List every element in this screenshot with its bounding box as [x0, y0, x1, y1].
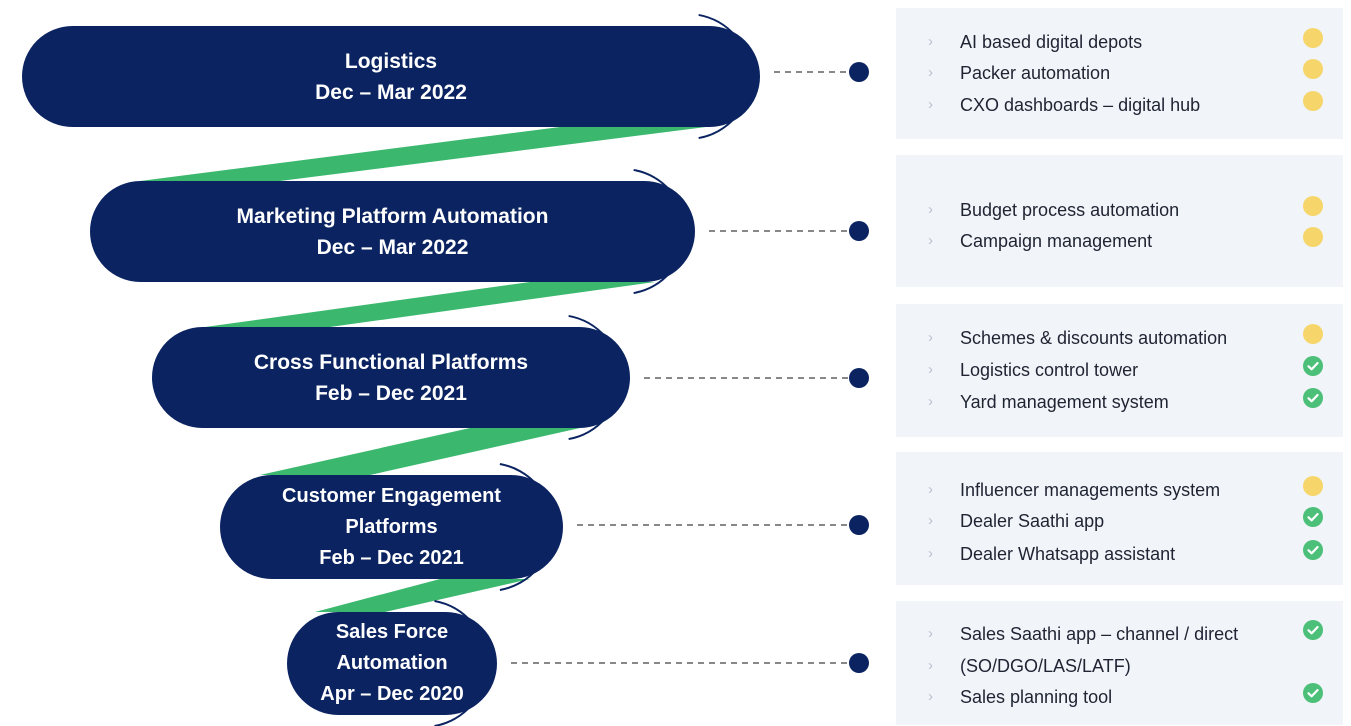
item-label: Packer automation [960, 63, 1111, 83]
list-item: › Packer automation [896, 59, 1343, 85]
funnel-ribbon [140, 127, 706, 181]
chevron-right-icon: › [928, 481, 933, 498]
item-label: Dealer Whatsapp assistant [960, 544, 1176, 564]
check-circle-icon [1303, 683, 1323, 703]
list-item: › Campaign management [896, 227, 1343, 253]
stage-dates: Dec – Mar 2022 [316, 235, 469, 259]
list-item: › Sales planning tool [896, 683, 1343, 709]
item-label: Sales Saathi app – channel / direct [960, 624, 1239, 644]
chevron-right-icon: › [928, 361, 933, 378]
item-label: (SO/DGO/LAS/LATF) [960, 656, 1131, 676]
list-item: › AI based digital depots [896, 28, 1343, 54]
stage-title: Customer Engagement [282, 484, 501, 507]
stage-items-panel: › Sales Saathi app – channel / direct › (SO… [896, 601, 1343, 725]
stage-items-panel: › Influencer managements system › Dealer Sa… [896, 452, 1343, 585]
list-item: › Logistics control tower [896, 356, 1343, 382]
stage-dates: Dec – Mar 2022 [315, 80, 467, 104]
funnel-ribbon [260, 428, 580, 475]
pending-dot-icon [1303, 91, 1323, 111]
chevron-right-icon: › [928, 33, 933, 50]
stage-title: Logistics [344, 49, 438, 73]
pending-dot-icon [1303, 227, 1323, 247]
list-item: › (SO/DGO/LAS/LATF) [896, 656, 1343, 678]
stage-title: Cross Functional Platforms [253, 350, 529, 374]
stage-items-panel: › Budget process automation › Campaign mana… [896, 155, 1343, 287]
funnel-ribbon [315, 579, 530, 612]
chevron-right-icon: › [928, 688, 933, 705]
list-item: › Dealer Saathi app [896, 507, 1343, 533]
stage-items-panel: › AI based digital depots › Packer automati… [896, 8, 1343, 139]
pending-dot-icon [1303, 196, 1323, 216]
item-label: AI based digital depots [960, 32, 1143, 52]
funnel-ribbon [205, 282, 655, 327]
stage-dates: Feb – Dec 2021 [315, 381, 467, 405]
item-label: Logistics control tower [960, 360, 1139, 380]
pending-dot-icon [1303, 28, 1323, 48]
stage-title: Sales Force [335, 621, 449, 643]
check-circle-icon [1303, 356, 1323, 376]
chevron-right-icon: › [928, 201, 933, 218]
stage-dates: Apr – Dec 2020 [320, 683, 464, 705]
item-label: Influencer managements system [960, 480, 1221, 500]
item-label: Yard management system [960, 392, 1169, 412]
chevron-right-icon: › [928, 232, 933, 249]
chevron-right-icon: › [928, 64, 933, 81]
chevron-right-icon: › [928, 545, 933, 562]
stage-items-panel: › Schemes & discounts automation › Logistic… [896, 304, 1343, 437]
chevron-right-icon: › [928, 393, 933, 410]
chevron-right-icon: › [928, 96, 933, 113]
stage-title: Automation [336, 652, 448, 674]
list-item: › CXO dashboards – digital hub [896, 91, 1343, 117]
check-circle-icon [1303, 540, 1323, 560]
stage-dates: Feb – Dec 2021 [319, 546, 464, 569]
chevron-right-icon: › [928, 512, 933, 529]
list-item: › Schemes & discounts automation [896, 324, 1343, 350]
item-label: CXO dashboards – digital hub [960, 95, 1201, 115]
check-circle-icon [1303, 388, 1323, 408]
item-label: Schemes & discounts automation [960, 328, 1228, 348]
connector-dot [849, 221, 869, 241]
connector-dot [849, 62, 869, 82]
list-item: › Budget process automation [896, 196, 1343, 222]
list-item: › Dealer Whatsapp assistant [896, 540, 1343, 566]
connector-dot [849, 368, 869, 388]
connector-dot [849, 515, 869, 535]
chevron-right-icon: › [928, 657, 933, 674]
stage-title: Marketing Platform Automation [236, 204, 549, 228]
stage-title: Platforms [345, 515, 438, 538]
check-circle-icon [1303, 620, 1323, 640]
list-item: › Yard management system [896, 388, 1343, 414]
pending-dot-icon [1303, 476, 1323, 496]
list-item: › Sales Saathi app – channel / direct [896, 620, 1343, 646]
connector-dot [849, 653, 869, 673]
pending-dot-icon [1303, 324, 1323, 344]
item-label: Budget process automation [960, 200, 1180, 220]
chevron-right-icon: › [928, 625, 933, 642]
item-label: Campaign management [960, 231, 1153, 251]
item-label: Dealer Saathi app [960, 511, 1105, 531]
item-label: Sales planning tool [960, 687, 1113, 707]
check-circle-icon [1303, 507, 1323, 527]
pending-dot-icon [1303, 59, 1323, 79]
list-item: › Influencer managements system [896, 476, 1343, 502]
chevron-right-icon: › [928, 329, 933, 346]
